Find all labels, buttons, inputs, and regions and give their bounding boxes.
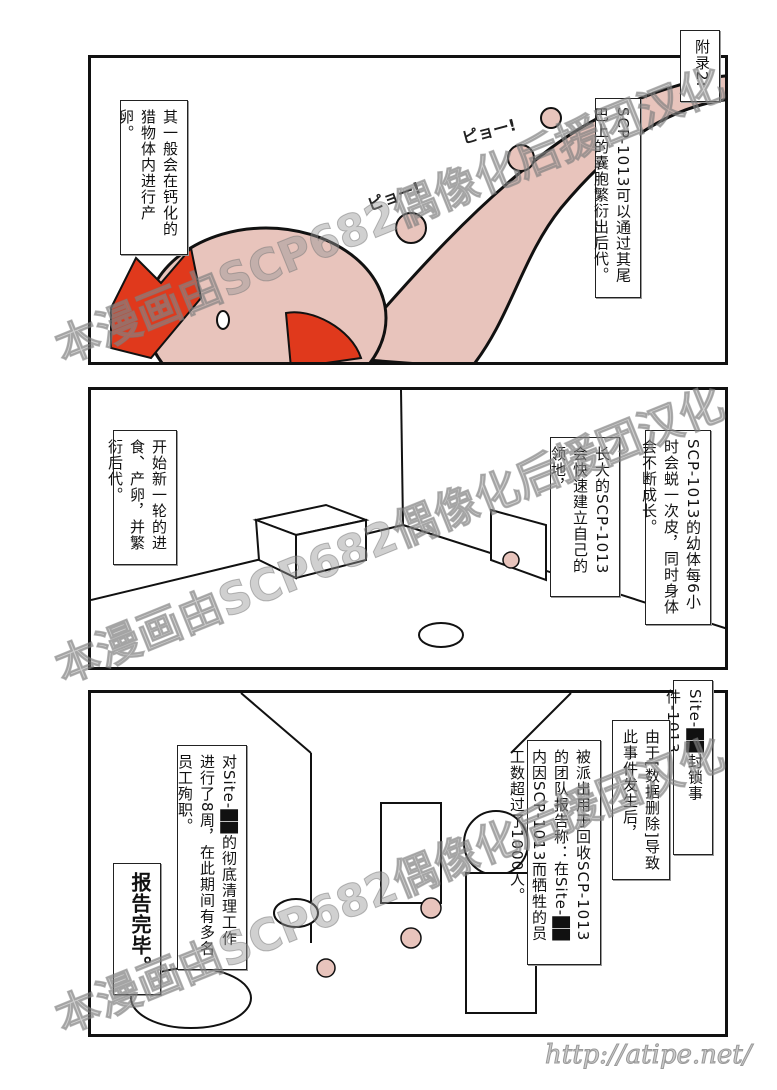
creature-mouth: [284, 311, 363, 362]
caption-box: 长大的SCP-1013会快速建立自己的领地，: [549, 437, 620, 597]
hatchling-3: [540, 107, 562, 129]
panel-2-illustration: [91, 390, 725, 648]
panel-1-illustration: [110, 74, 725, 362]
rubble: [273, 898, 319, 928]
mouse: [418, 622, 464, 648]
creature: [420, 897, 442, 919]
caption-box: 其一般会在钙化的猎物体内进行产卵。: [117, 100, 188, 255]
caption-box: 对Site-██的彻底清理工作进行了8周，在此期间有多名员工殉职。: [176, 745, 247, 970]
caption-box: 由于[数据删除]导致此事件发生后，: [612, 720, 670, 880]
caption-end: 报告完毕。: [113, 863, 161, 995]
creature-crest: [110, 245, 203, 360]
hatchling: [502, 551, 520, 569]
caption-box: 被派出用于回收SCP-1013的团队报告称：在Site-██内因SCP-1013…: [508, 740, 601, 965]
creature-eye: [216, 310, 230, 330]
caption-appendix: 附录2:: [680, 30, 720, 102]
caption-box: 开始新一轮的进食、产卵，并繁衍后代。: [106, 430, 177, 565]
caption-title: Site-██封锁事件-1013: [664, 680, 713, 855]
creature: [316, 958, 336, 978]
footer-url: http://atipe.net/: [544, 1040, 752, 1071]
caption-box: SCP-1013可以通过其尾巴上的囊胞繁衍出后代。: [592, 98, 641, 298]
vent-grate: [490, 508, 547, 582]
caption-box: SCP-1013的幼体每6小时会蜕一次皮，同时身体会不断成长。: [640, 430, 711, 625]
creature: [400, 927, 422, 949]
hatchling-1: [395, 212, 427, 244]
hatchling-2: [507, 144, 535, 172]
box: [252, 503, 370, 580]
creature-tail: [337, 74, 725, 362]
panel-3-illustration: [130, 693, 572, 1029]
panel-2: [88, 387, 728, 670]
